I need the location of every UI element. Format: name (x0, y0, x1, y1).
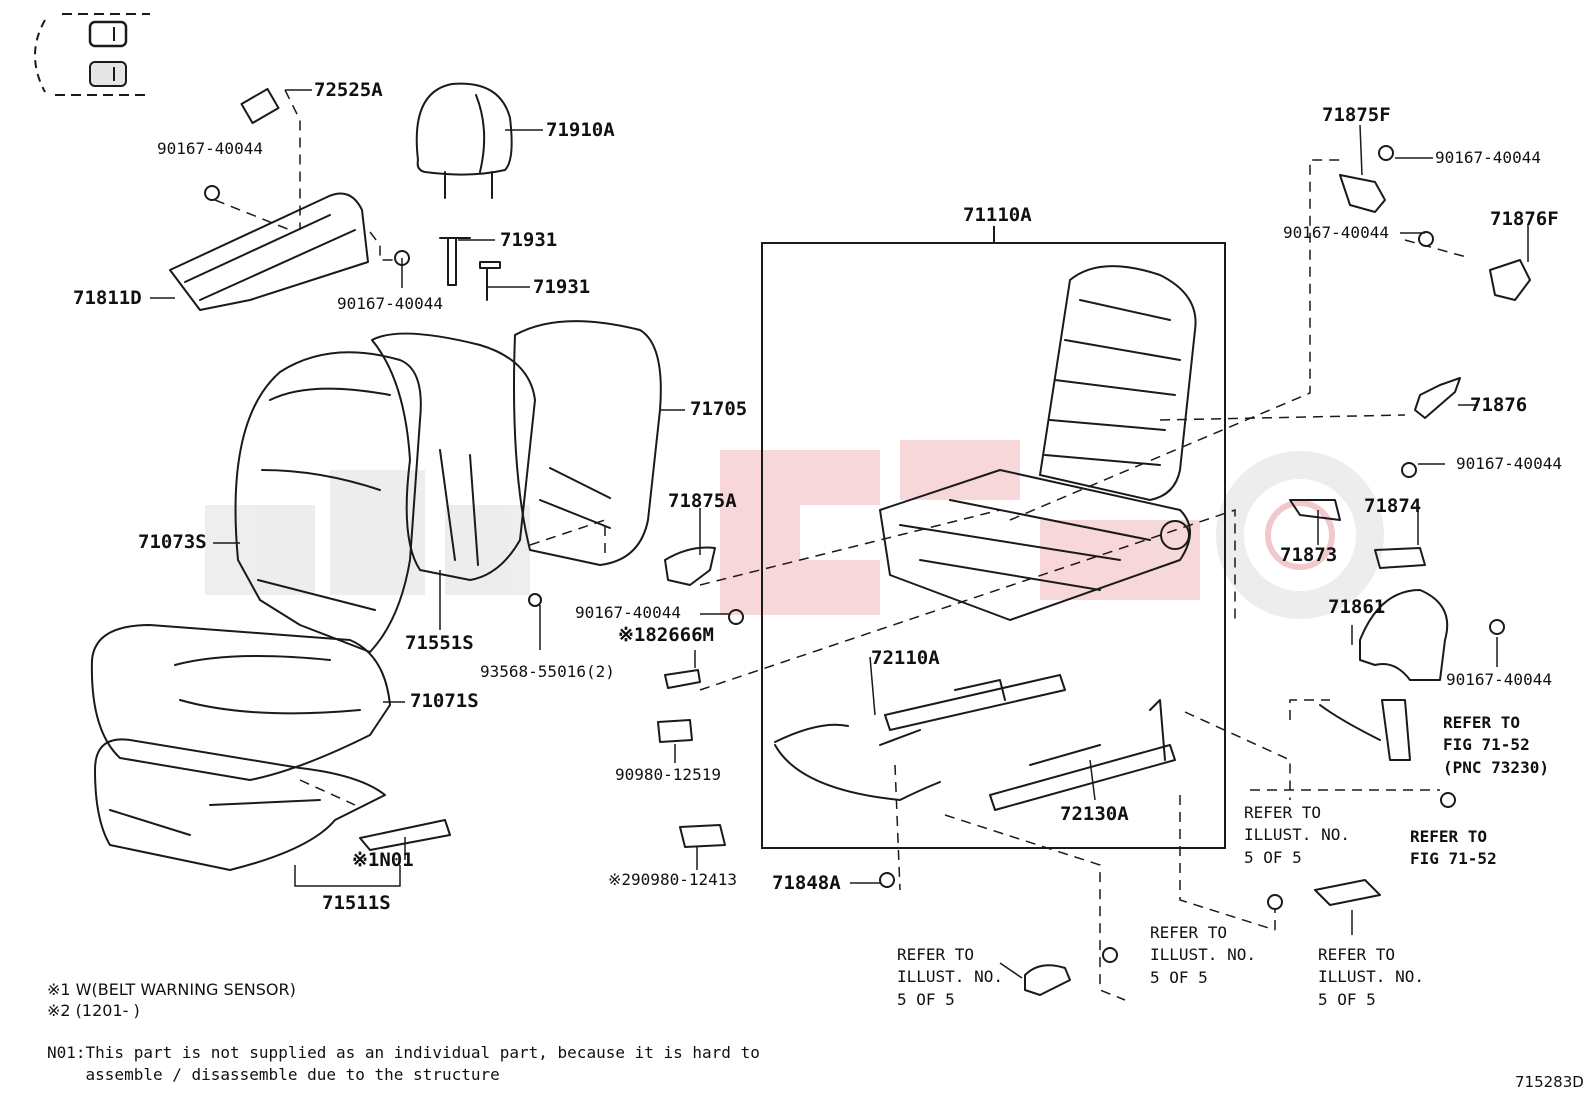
headrest (415, 82, 513, 176)
label-93568-55016[interactable]: 93568-55016(2) (480, 662, 615, 681)
side-shield (169, 192, 369, 311)
bracket-71875A (664, 546, 716, 586)
seat-belt-buckle (1319, 699, 1411, 761)
refer-illust-5of5-a[interactable]: REFER TO ILLUST. NO. 5 OF 5 (1244, 803, 1350, 867)
label-71071S[interactable]: 71071S (410, 690, 479, 712)
refer-illust-5of5-d[interactable]: REFER TO ILLUST. NO. 5 OF 5 (897, 945, 1003, 1009)
footnote-n01: N01:This part is not supplied as an indi… (47, 1043, 760, 1085)
cover-71876F (1489, 259, 1531, 301)
label-71876F[interactable]: 71876F (1490, 208, 1559, 230)
label-82666M[interactable]: ※182666M (618, 624, 714, 646)
label-71876[interactable]: 71876 (1470, 394, 1528, 416)
label-90167-40044-e[interactable]: 90167-40044 (1283, 223, 1389, 242)
label-90980-12519[interactable]: 90980-12519 (615, 765, 721, 784)
refer-illust-5of5-b[interactable]: REFER TO ILLUST. NO. 5 OF 5 (1150, 923, 1256, 987)
seatback-board (513, 320, 662, 566)
label-71861[interactable]: 71861 (1328, 596, 1386, 618)
bracket-71874 (1374, 547, 1426, 569)
label-71110A[interactable]: 71110A (963, 204, 1032, 226)
label-71848A[interactable]: 71848A (772, 872, 841, 894)
label-90167-40044-a[interactable]: 90167-40044 (157, 139, 263, 158)
label-71511S[interactable]: 71511S (322, 892, 391, 914)
assembly-dash-lines (214, 89, 1471, 1001)
label-71875F[interactable]: 71875F (1322, 104, 1391, 126)
label-71931-a[interactable]: 71931 (500, 229, 558, 251)
seat-position-indicator (34, 13, 150, 96)
leader-lines (150, 89, 1529, 979)
refer-illust-5of5-c[interactable]: REFER TO ILLUST. NO. 5 OF 5 (1318, 945, 1424, 1009)
seat-track-inner (879, 674, 1066, 746)
label-90167-40044-g[interactable]: 90167-40044 (1446, 670, 1552, 689)
label-71874[interactable]: 71874 (1364, 495, 1422, 517)
label-71875A[interactable]: 71875A (668, 490, 737, 512)
label-71551S[interactable]: 71551S (405, 632, 474, 654)
bracket-71873 (1289, 499, 1341, 521)
label-90980-12413[interactable]: ※290980-12413 (608, 870, 737, 889)
refer-part-a (1024, 964, 1071, 996)
footnote-1: ※1 W(BELT WARNING SENSOR) (47, 980, 296, 999)
figure-code: 715283D (1515, 1073, 1584, 1091)
sensor-82666M (664, 669, 701, 689)
seat-track-outer (989, 699, 1176, 811)
label-90167-40044-d[interactable]: 90167-40044 (1435, 148, 1541, 167)
label-90167-40044-f[interactable]: 90167-40044 (1456, 454, 1562, 473)
seat-cushion-cover (90, 624, 391, 781)
label-71931-b[interactable]: 71931 (533, 276, 591, 298)
seatback-cover (234, 351, 422, 653)
label-N01[interactable]: ※1N01 (352, 849, 414, 871)
label-71705[interactable]: 71705 (690, 398, 748, 420)
label-71910A[interactable]: 71910A (546, 119, 615, 141)
seat-cushion-pad (94, 738, 386, 871)
seat-frame (1039, 265, 1197, 501)
label-72110A[interactable]: 72110A (871, 647, 940, 669)
label-71073S[interactable]: 71073S (138, 531, 207, 553)
label-72130A[interactable]: 72130A (1060, 803, 1129, 825)
connector-90980-12413 (679, 824, 726, 848)
refer-part-b (1314, 879, 1381, 906)
label-72525A[interactable]: 72525A (314, 79, 383, 101)
label-90167-40044-b[interactable]: 90167-40044 (337, 294, 443, 313)
label-71873[interactable]: 71873 (1280, 544, 1338, 566)
label-90167-40044-c[interactable]: 90167-40044 (575, 603, 681, 622)
refer-fig-71-52[interactable]: REFER TO FIG 71-52 (1410, 827, 1497, 869)
bracket-71876 (1414, 377, 1461, 419)
connector-90980-12519 (657, 719, 693, 743)
refer-fig-71-52-pnc[interactable]: REFER TO FIG 71-52 (PNC 73230) (1443, 713, 1549, 777)
seatback-pad (371, 332, 536, 581)
watermark (205, 440, 1384, 619)
cover-71875F (1339, 174, 1386, 213)
footnote-2: ※2 (1201- ) (47, 1001, 140, 1020)
cover-71861 (1359, 589, 1449, 681)
label-71811D[interactable]: 71811D (73, 287, 142, 309)
